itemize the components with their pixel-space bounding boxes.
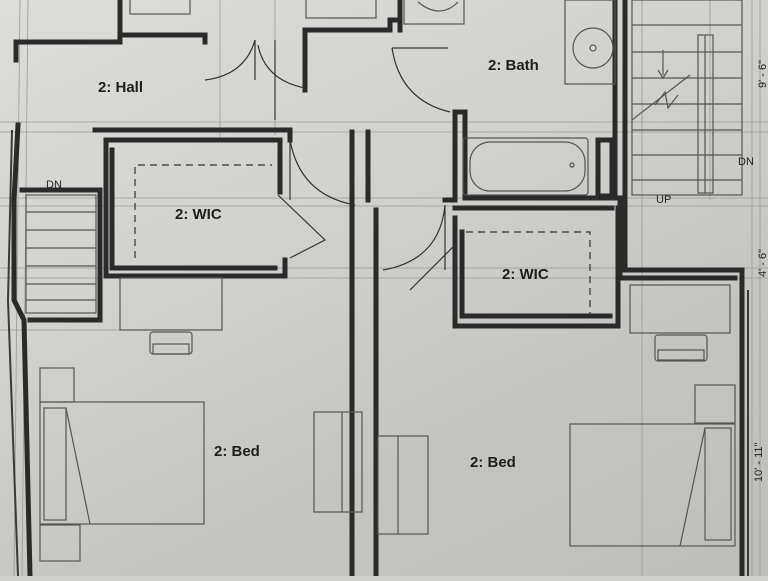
right-stairs bbox=[631, 0, 743, 196]
bath-fixtures bbox=[417, 0, 616, 196]
desk-chair-right bbox=[629, 284, 731, 362]
room-label-bed-left: 2: Bed bbox=[214, 443, 260, 460]
dimension-bottom-right: 10' - 11" bbox=[753, 442, 765, 482]
top-furniture bbox=[129, 0, 465, 25]
room-label-bath: 2: Bath bbox=[488, 57, 539, 74]
bed-left bbox=[39, 367, 205, 562]
room-label-wic-right: 2: WIC bbox=[502, 266, 549, 283]
stair-label-right-dn: DN bbox=[738, 156, 754, 168]
dresser-right bbox=[377, 435, 429, 535]
room-label-bed-right: 2: Bed bbox=[470, 454, 516, 471]
stair-label-left-dn: DN bbox=[46, 179, 62, 191]
closet-shelving bbox=[134, 164, 591, 316]
dimension-mid-right: 4' - 6" bbox=[757, 249, 768, 277]
dresser-left bbox=[313, 411, 363, 513]
dimension-top-right: 9' - 6" bbox=[757, 60, 768, 88]
left-stairs bbox=[25, 194, 97, 314]
bed-right bbox=[569, 384, 736, 547]
walls bbox=[6, 0, 749, 579]
room-label-wic-left: 2: WIC bbox=[175, 206, 222, 223]
stair-label-right-up: UP bbox=[656, 194, 671, 206]
room-label-hall: 2: Hall bbox=[98, 79, 143, 96]
door-swings bbox=[204, 39, 456, 316]
desk-chair-left bbox=[119, 277, 223, 355]
